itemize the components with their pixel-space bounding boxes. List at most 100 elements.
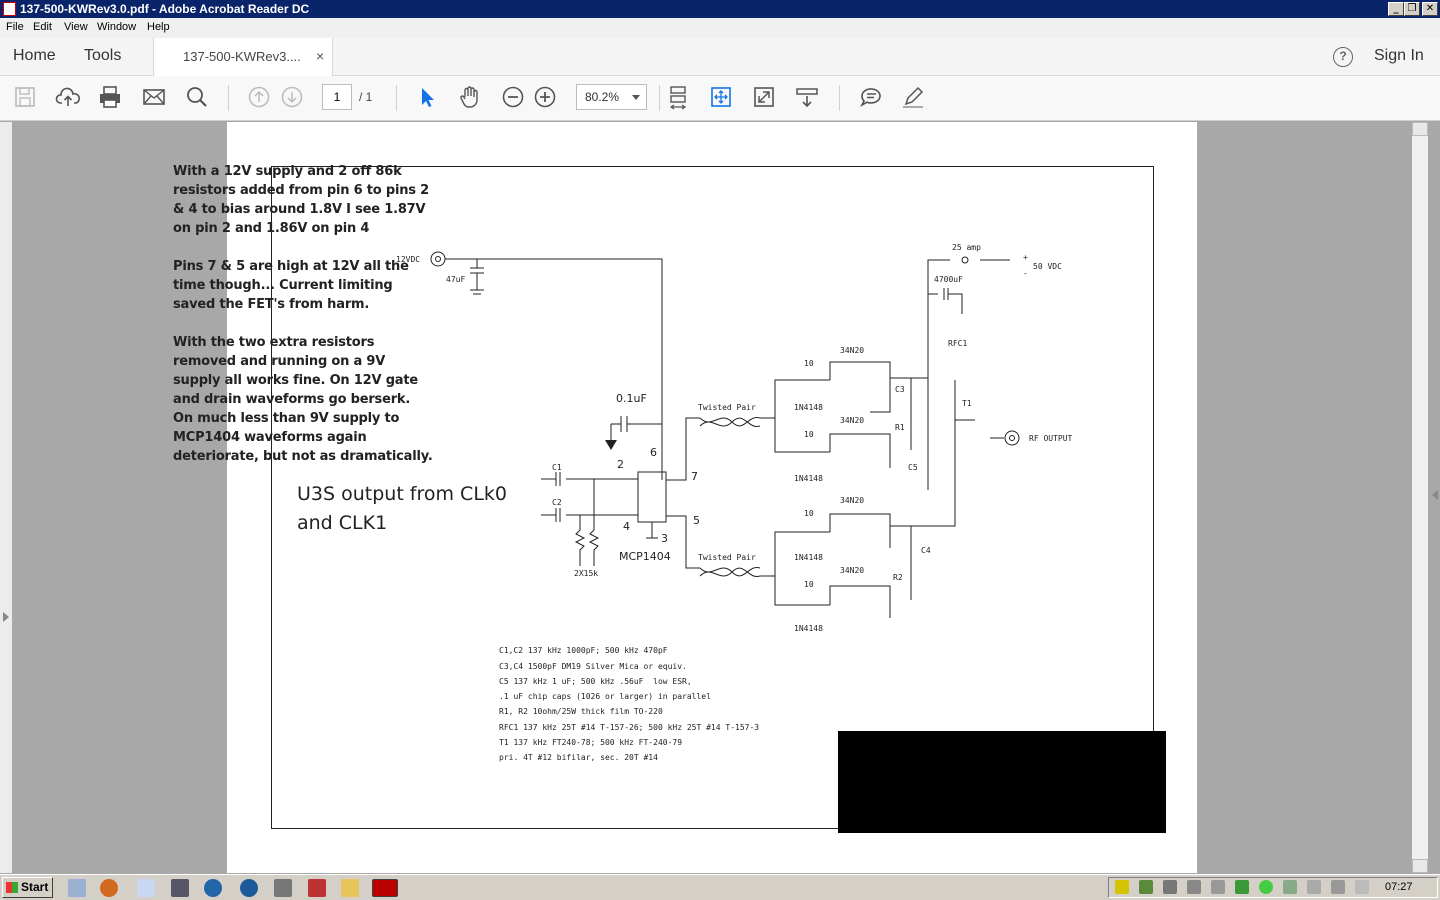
- tray-icon[interactable]: [1139, 880, 1153, 894]
- expand-right-panel-icon[interactable]: [1432, 490, 1438, 500]
- menu-file[interactable]: File: [6, 21, 24, 33]
- tray-icon[interactable]: [1235, 880, 1249, 894]
- label-fet-1: 34N20: [840, 346, 864, 355]
- label-mcp1404: MCP1404: [619, 550, 671, 563]
- menu-bar: File Edit View Window Help: [0, 18, 1440, 38]
- nav-home[interactable]: Home: [13, 47, 56, 64]
- page-down-icon[interactable]: [279, 84, 305, 110]
- label-r1: R1: [895, 423, 905, 432]
- label-1n4148-1: 1N4148: [794, 403, 823, 412]
- label-fet-3: 34N20: [840, 496, 864, 505]
- document-tab[interactable]: 137-500-KWRev3.... ×: [153, 38, 333, 76]
- system-tray: 07:27: [1108, 877, 1438, 898]
- menu-window[interactable]: Window: [97, 21, 137, 33]
- label-2x15k: 2X15k: [574, 569, 598, 578]
- menu-edit[interactable]: Edit: [33, 21, 52, 33]
- help-icon[interactable]: ?: [1333, 47, 1353, 67]
- hand-icon[interactable]: [457, 84, 483, 110]
- label-10-4: 10: [804, 580, 814, 589]
- scroll-down-arrow-icon[interactable]: [1412, 859, 1428, 873]
- tray-icon[interactable]: [1163, 880, 1177, 894]
- label-pin-2: 2: [617, 458, 624, 471]
- label-plus: +: [1023, 253, 1028, 262]
- redaction-box: [838, 731, 1166, 833]
- restore-button[interactable]: ❐: [1404, 2, 1420, 16]
- taskbar-globe-icon[interactable]: [240, 879, 258, 897]
- zoom-in-icon[interactable]: [532, 84, 558, 110]
- label-twisted-pair-2: Twisted Pair: [698, 553, 756, 562]
- label-12vdc: 12VDC: [396, 255, 420, 264]
- network-icon[interactable]: [1331, 880, 1345, 894]
- parts-list-line: C3,C4 1500pF DM19 Silver Mica or equiv.: [499, 661, 687, 671]
- start-label: Start: [21, 880, 49, 894]
- app-nav-bar: Home Tools 137-500-KWRev3.... × ? Sign I…: [0, 38, 1440, 76]
- label-c1: C1: [552, 463, 562, 472]
- close-button[interactable]: ✕: [1422, 2, 1438, 16]
- comment-icon[interactable]: [858, 84, 884, 110]
- sign-in-link[interactable]: Sign In: [1374, 47, 1424, 64]
- page-number-input[interactable]: 1: [322, 84, 352, 110]
- email-icon[interactable]: [141, 84, 167, 110]
- taskbar-ie-icon[interactable]: [204, 879, 222, 897]
- label-10-3: 10: [804, 509, 814, 518]
- label-c4: C4: [921, 546, 931, 555]
- flag-icon[interactable]: [1307, 880, 1321, 894]
- tray-icon[interactable]: [1115, 880, 1129, 894]
- taskbar-folder-icon[interactable]: [341, 879, 359, 897]
- tray-icon[interactable]: [1187, 880, 1201, 894]
- parts-list-line: RFC1 137 kHz 25T #14 T-157-26; 500 kHz 2…: [499, 722, 760, 732]
- zoom-value: 80.2%: [585, 90, 620, 104]
- minimize-button[interactable]: _: [1388, 2, 1404, 16]
- highlight-pen-icon[interactable]: [900, 84, 926, 110]
- parts-list-line: T1 137 kHz FT240-78; 500 kHz FT-240-79: [499, 738, 683, 748]
- parts-list-line: R1, R2 10ohm/25W thick film TO-220: [499, 707, 663, 717]
- label-50-vdc: 50 VDC: [1033, 262, 1062, 271]
- page-up-icon[interactable]: [246, 84, 272, 110]
- taskbar-app-icon[interactable]: [171, 879, 189, 897]
- clock: 07:27: [1385, 881, 1413, 893]
- print-icon[interactable]: [97, 84, 123, 110]
- select-cursor-icon[interactable]: [414, 84, 440, 110]
- full-screen-icon[interactable]: [751, 84, 777, 110]
- volume-icon[interactable]: [1211, 880, 1225, 894]
- taskbar-red-app-icon[interactable]: [308, 879, 326, 897]
- annotation-note: With a 12V supply and 2 off 86k resistor…: [173, 164, 433, 464]
- zoom-out-icon[interactable]: [500, 84, 526, 110]
- scroll-mode-icon[interactable]: [665, 84, 691, 110]
- zoom-select[interactable]: 80.2%: [576, 84, 647, 110]
- menu-help[interactable]: Help: [147, 21, 170, 33]
- label-rf-output: RF OUTPUT: [1029, 434, 1073, 443]
- window-title-bar: 137-500-KWRev3.0.pdf - Adobe Acrobat Rea…: [0, 0, 1440, 18]
- taskbar-firefox-icon[interactable]: [100, 879, 118, 897]
- taskbar-acrobat-icon[interactable]: [372, 879, 398, 897]
- taskbar-explorer-icon[interactable]: [68, 879, 86, 897]
- parts-list-line: C1,C2 137 kHz 1000pF; 500 kHz 470pF: [499, 646, 668, 656]
- fit-page-icon[interactable]: [708, 84, 734, 110]
- start-button[interactable]: Start: [2, 877, 53, 898]
- taskbar-tool-icon[interactable]: [274, 879, 292, 897]
- tray-icon[interactable]: [1283, 880, 1297, 894]
- parts-list-line: pri. 4T #12 bifilar, sec. 20T #14: [499, 753, 658, 763]
- nav-tools[interactable]: Tools: [84, 47, 122, 64]
- label-1n4148-2: 1N4148: [794, 474, 823, 483]
- vertical-scrollbar[interactable]: [1412, 122, 1428, 873]
- label-minus: -: [1023, 269, 1028, 278]
- search-icon[interactable]: [184, 84, 210, 110]
- expand-left-panel-icon[interactable]: [3, 612, 9, 622]
- save-icon[interactable]: [12, 84, 38, 110]
- toolbar: 1 / 1 80.2%: [0, 76, 1440, 121]
- menu-view[interactable]: View: [64, 21, 88, 33]
- label-c3: C3: [895, 385, 905, 394]
- tray-icon[interactable]: [1259, 880, 1273, 894]
- tab-close-icon[interactable]: ×: [316, 48, 325, 64]
- read-mode-icon[interactable]: [794, 84, 820, 110]
- parts-list-line: C5 137 kHz 1 uF; 500 kHz .56uF low ESR,: [499, 676, 692, 686]
- label-c2: C2: [552, 498, 562, 507]
- upload-icon[interactable]: [55, 84, 81, 110]
- taskbar-notepad-icon[interactable]: [137, 879, 155, 897]
- label-pin-4: 4: [623, 520, 630, 533]
- tray-icon[interactable]: [1355, 880, 1369, 894]
- label-c5: C5: [908, 463, 918, 472]
- scroll-up-arrow-icon[interactable]: [1412, 122, 1428, 136]
- taskbar: Start 07:27: [0, 874, 1440, 900]
